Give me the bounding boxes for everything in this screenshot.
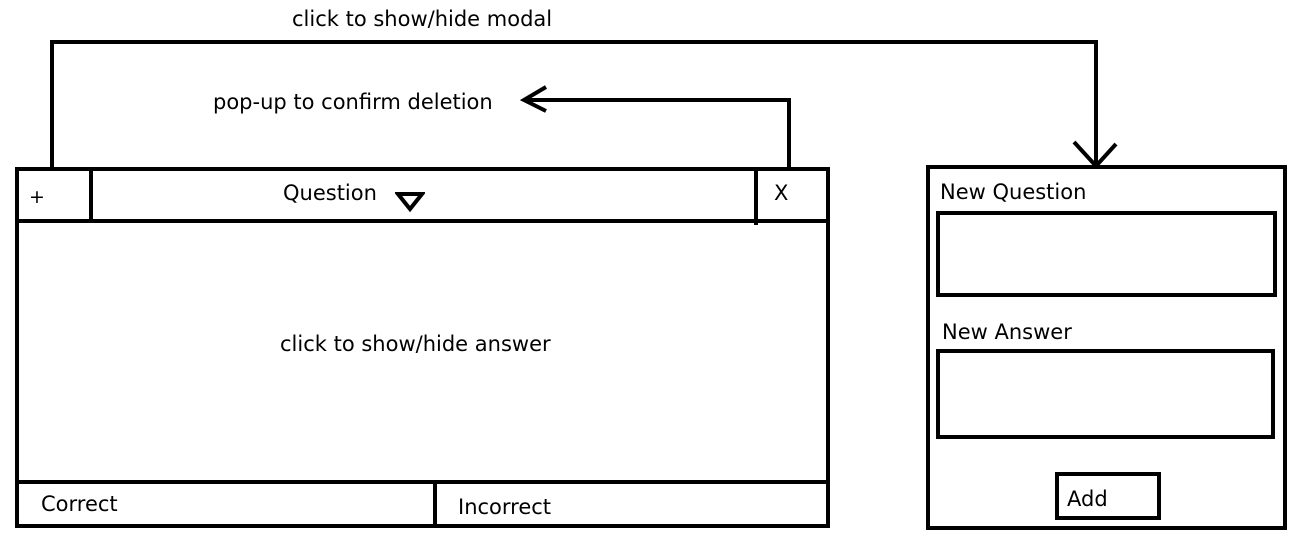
card-footer: Correct Incorrect: [19, 480, 826, 528]
incorrect-button[interactable]: Incorrect: [437, 484, 826, 528]
incorrect-label: Incorrect: [458, 495, 552, 519]
new-question-field[interactable]: [936, 211, 1277, 297]
add-question-button[interactable]: +: [19, 171, 93, 221]
toggle-answer-annotation: click to show/hide answer: [280, 332, 551, 356]
question-title[interactable]: Question: [93, 171, 754, 219]
plus-icon: +: [29, 186, 45, 208]
card-header: + Question X: [19, 171, 826, 225]
new-question-label: New Question: [940, 180, 1087, 204]
modal-toggle-connector: [50, 40, 1098, 168]
toggle-modal-annotation: click to show/hide modal: [292, 7, 553, 31]
answer-area[interactable]: click to show/hide answer: [19, 223, 826, 480]
add-button-label: Add: [1067, 487, 1108, 511]
flashcard: + Question X click to show/hide answer C…: [15, 167, 830, 528]
question-label: Question: [283, 181, 377, 205]
delete-card-button[interactable]: X: [754, 171, 830, 225]
new-answer-label: New Answer: [942, 320, 1072, 344]
delete-arrowhead: [519, 85, 548, 113]
close-icon: X: [774, 181, 789, 205]
correct-button[interactable]: Correct: [19, 484, 437, 528]
new-card-modal: New Question New Answer Add: [926, 165, 1287, 530]
delete-confirm-connector: [526, 98, 791, 168]
correct-label: Correct: [41, 492, 118, 516]
add-button[interactable]: Add: [1055, 472, 1161, 520]
chevron-down-icon[interactable]: [395, 191, 425, 213]
new-answer-field[interactable]: [936, 349, 1275, 439]
confirm-delete-annotation: pop-up to confirm deletion: [213, 90, 493, 114]
